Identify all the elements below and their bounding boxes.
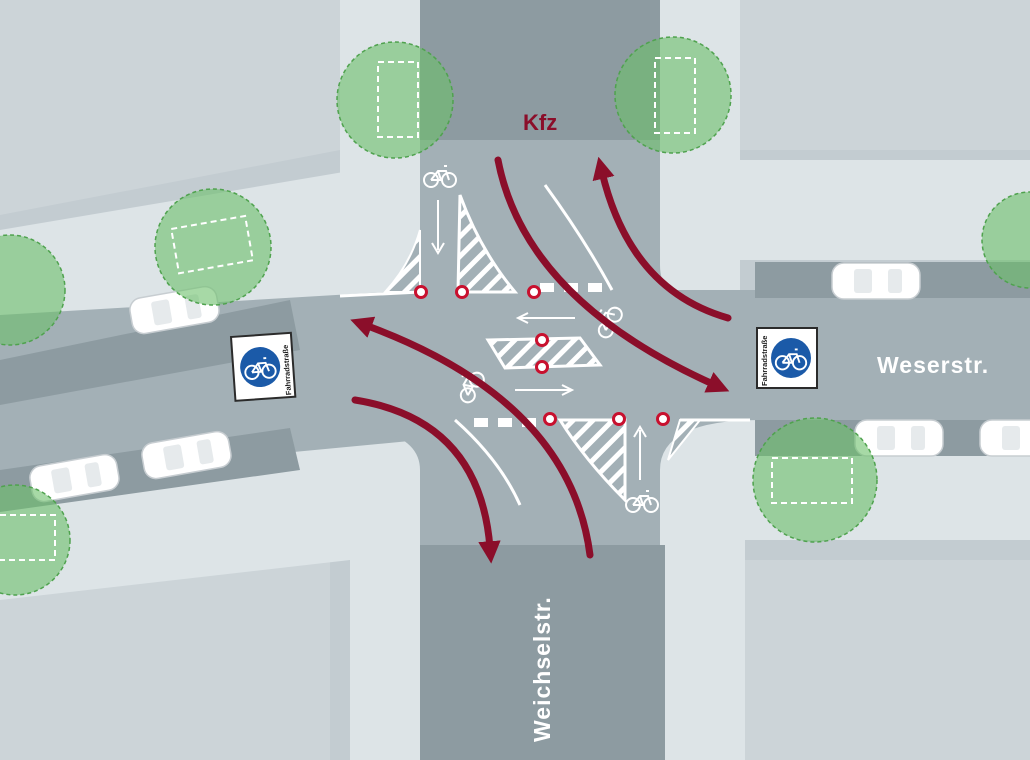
- sign-text: Fahrradstraße: [760, 336, 769, 386]
- parked-car: [979, 419, 1030, 457]
- hatched-island-center: [485, 336, 603, 370]
- hatched-area-north: [456, 194, 519, 294]
- tree-icon: [0, 484, 71, 596]
- conflict-point: [455, 285, 469, 299]
- sidewalk-sw: [0, 420, 420, 760]
- arrow-north-to-east: [494, 156, 730, 393]
- edge-line-west: [339, 290, 421, 298]
- lane-line-south: [454, 418, 522, 506]
- fahrradstrasse-sign-east: Fahrradstraße: [756, 327, 818, 389]
- tree-icon: [752, 417, 878, 543]
- tree-icon: [336, 41, 454, 159]
- sidewalk-ne: [660, 160, 1030, 260]
- hatched-corner-nw: [382, 229, 421, 293]
- conflict-point: [535, 333, 549, 347]
- road-west: [0, 290, 420, 480]
- bike-lane-arrow-south-head: [633, 425, 647, 438]
- street-name-weichselstr: Weichselstr.: [529, 596, 555, 742]
- conflict-point: [543, 412, 557, 426]
- arrow-west-to-south: [351, 396, 501, 564]
- building-block-ne: [700, 0, 1030, 150]
- street-name-weserstr: Weserstr.: [877, 352, 989, 378]
- conflict-point: [535, 360, 549, 374]
- building-block-se: [740, 560, 1030, 760]
- parked-car: [831, 262, 921, 300]
- building-block-nw: [0, 0, 340, 215]
- sign-text: Fahrradstraße: [281, 344, 293, 395]
- tree-icon: [154, 188, 272, 306]
- road-south-surface: [420, 545, 665, 760]
- arrow-east-to-north: [592, 156, 732, 322]
- lane-arrow-east-head: [561, 384, 575, 396]
- sidewalk-s-east: [660, 420, 745, 760]
- tree-icon: [981, 191, 1030, 289]
- tree-icon: [614, 36, 732, 154]
- lane-line-north: [543, 184, 614, 291]
- motor-traffic-label: Kfz: [523, 110, 557, 135]
- conflict-point: [414, 285, 428, 299]
- conflict-point: [612, 412, 626, 426]
- lane-arrow-west-head: [515, 312, 529, 324]
- parking-lane-west-upper: [0, 300, 300, 405]
- conflict-points: [414, 285, 670, 426]
- conflict-point: [527, 285, 541, 299]
- bike-lane-arrow-north-head: [431, 242, 445, 255]
- tree-icon: [0, 234, 66, 346]
- motor-traffic-arrows: [350, 156, 732, 564]
- arrow-south-to-west: [350, 316, 594, 559]
- curb-radius-sw: [300, 424, 420, 470]
- conflict-point: [656, 412, 670, 426]
- road-east: [660, 290, 1030, 420]
- hatched-area-south: [557, 418, 627, 504]
- fahrradstrasse-sign-west: Fahrradstraße: [229, 331, 297, 402]
